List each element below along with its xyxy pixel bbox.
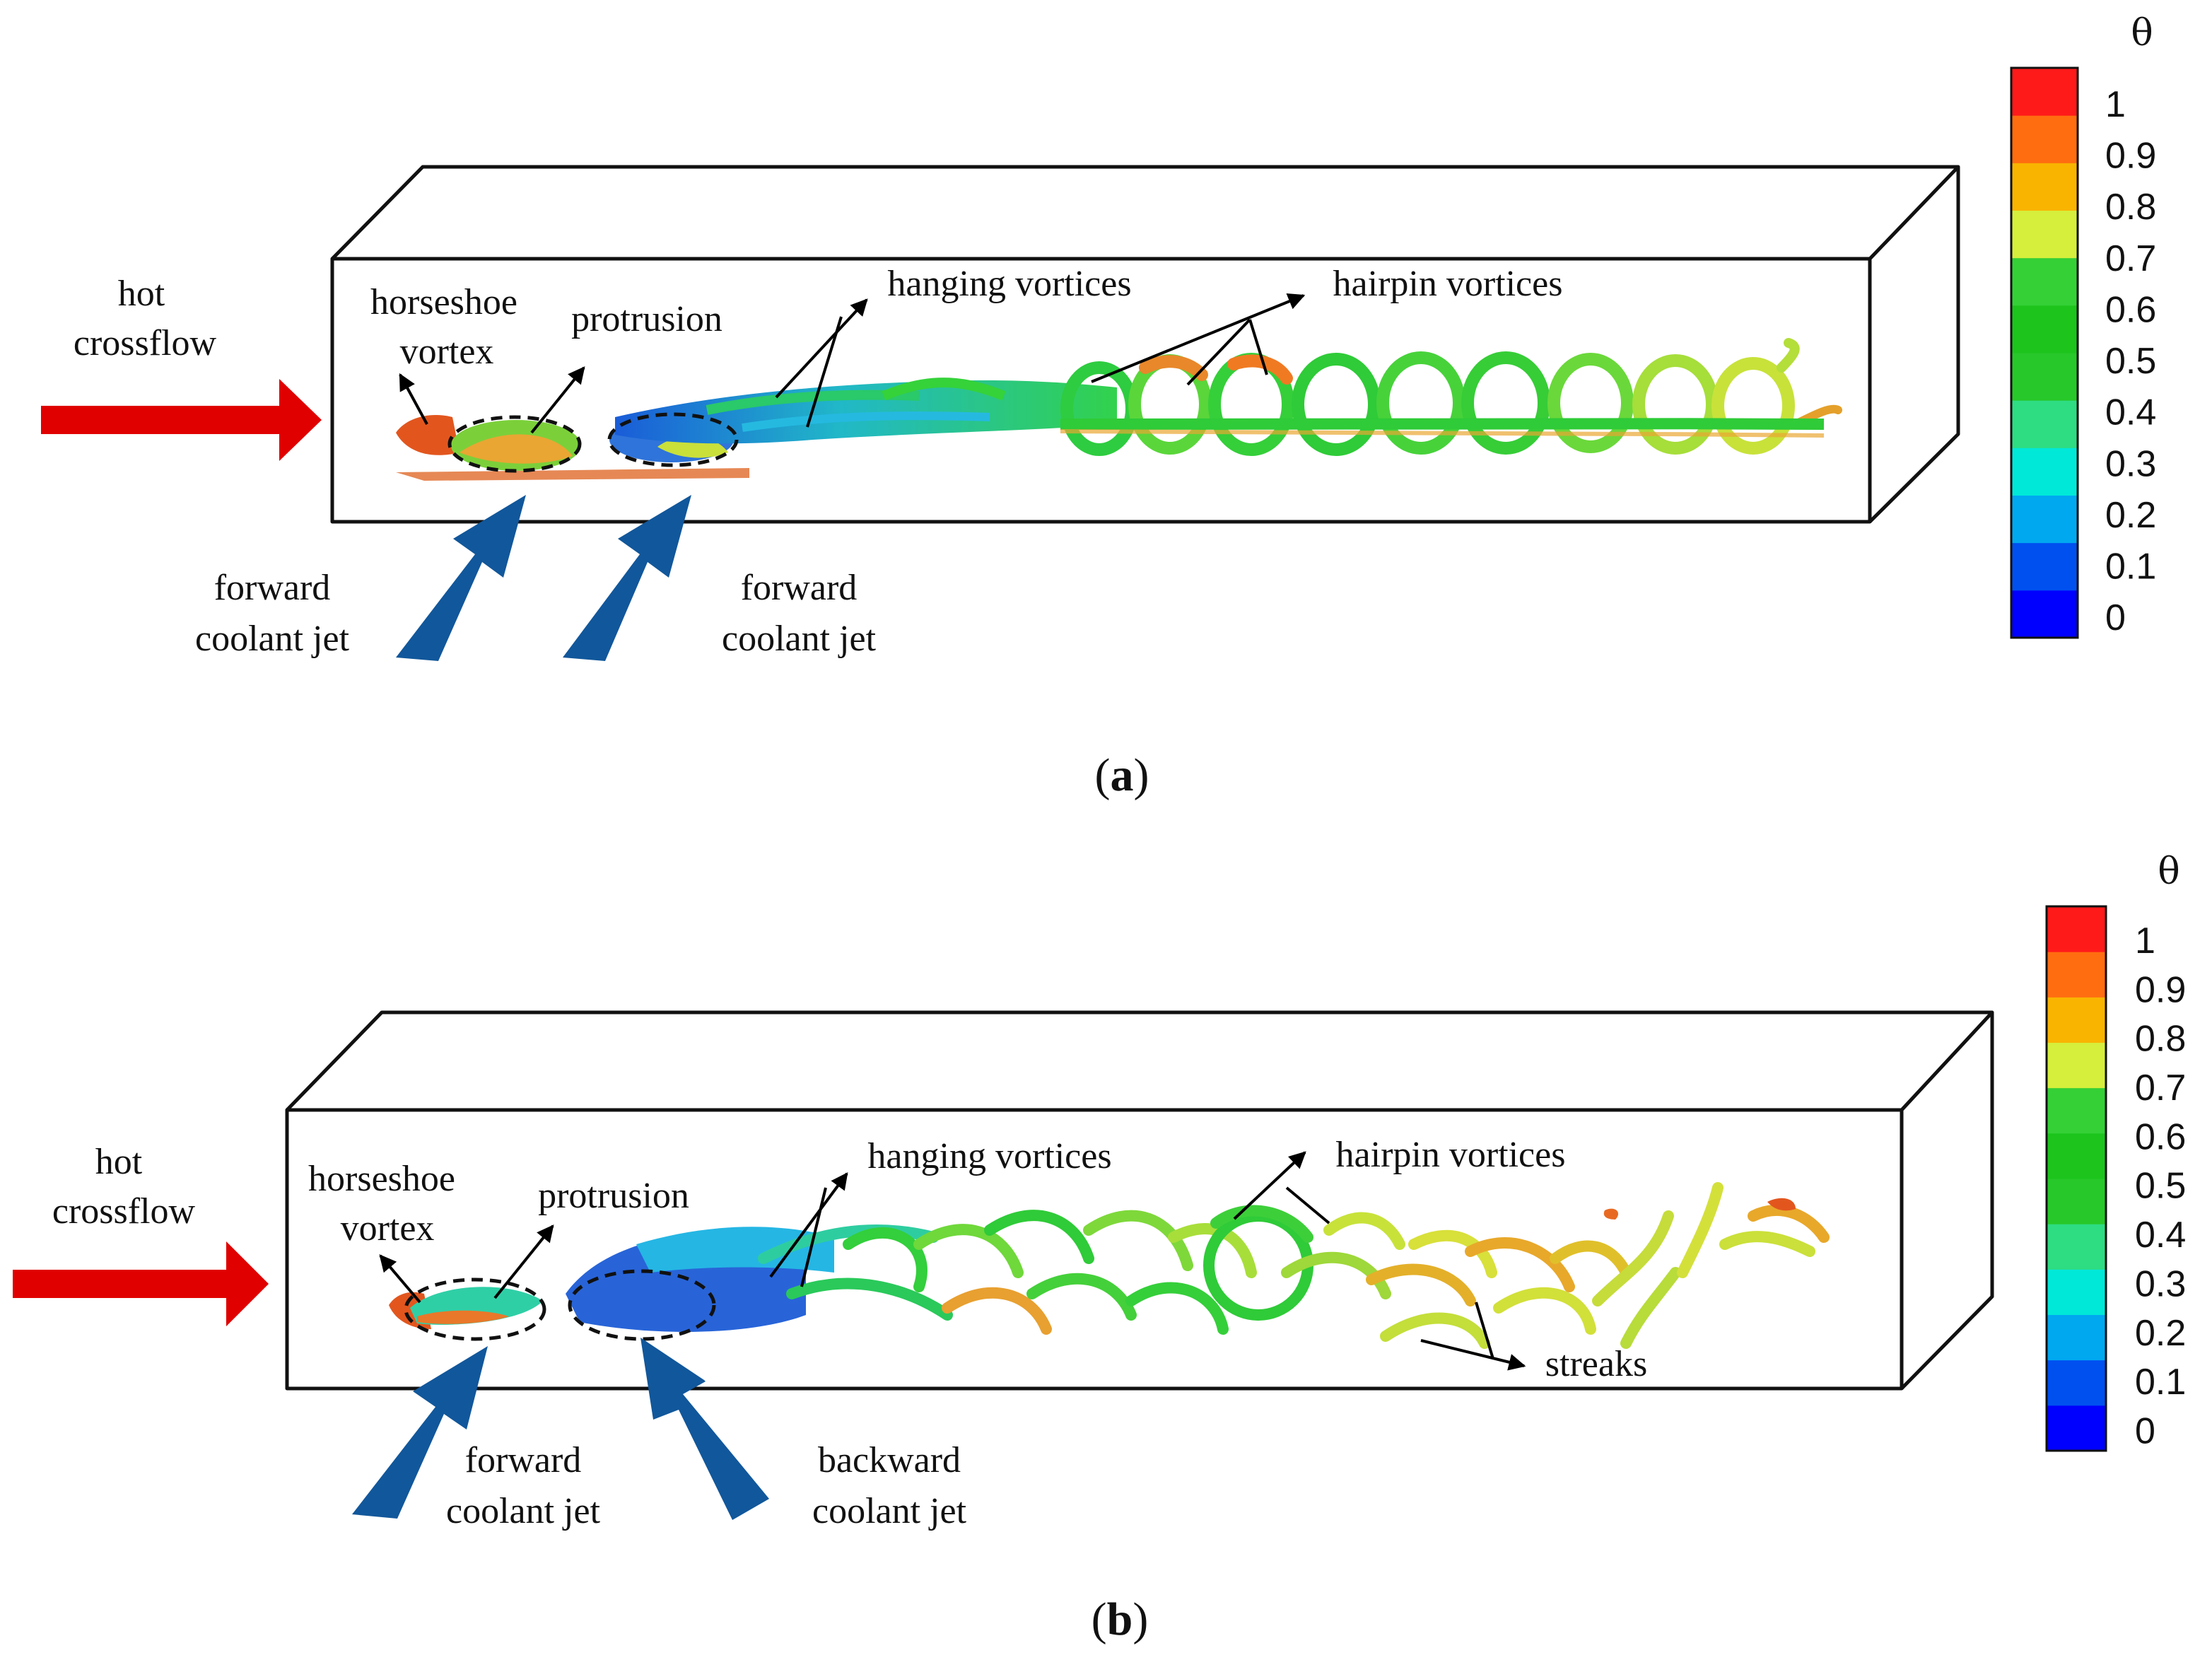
hot-crossflow-arrow-a [41, 379, 322, 461]
colorbar-tick-label: 0.4 [2135, 1215, 2186, 1256]
coolant-jet-arrow-a1 [396, 495, 526, 661]
crossflow-label-b: crossflow [52, 1191, 196, 1232]
colorbar-tick-label: 0.1 [2105, 546, 2156, 587]
colorbar-tick-label: 1 [2105, 84, 2126, 125]
colorbar-tick-label: 0.1 [2135, 1362, 2186, 1403]
colorbar-tick-label: 0.3 [2135, 1263, 2186, 1304]
colorbar-swatch [2047, 1269, 2106, 1315]
jet1-label-line1-a: forward [214, 568, 331, 608]
colorbar-tick-label: 0.7 [2135, 1068, 2186, 1109]
hanging-label-b: hanging vortices [867, 1136, 1111, 1176]
channel-box-a [330, 165, 1960, 524]
protrusion-label-a: protrusion [571, 299, 722, 339]
colorbar-swatch [2011, 448, 2078, 496]
hanging-label-a: hanging vortices [887, 264, 1131, 304]
horseshoe-label-line1-a: horseshoe [370, 282, 517, 322]
hot-label-a: hot [118, 274, 165, 314]
colorbar-swatch [2047, 1042, 2106, 1089]
colorbar-swatches-a [2011, 68, 2078, 638]
colorbar-swatch [2011, 400, 2078, 448]
caption-a: (a) [1095, 749, 1149, 801]
protrusion-ellipse-b [568, 1269, 716, 1341]
jet2-label-line2-a: coolant jet [722, 619, 877, 659]
colorbar-tick-label: 0.9 [2135, 969, 2186, 1010]
colorbar-tick-label: 0.5 [2135, 1166, 2186, 1207]
colorbar-swatch [2047, 906, 2106, 952]
horseshoe-label-line2-b: vortex [341, 1208, 435, 1249]
colorbar-a: θ 1 0.9 0.8 0.7 0.6 0.5 0.4 0.3 0.2 0.1 0 [2010, 12, 2156, 639]
jet1-label-line2-b: coolant jet [446, 1491, 601, 1531]
protrusion-label-b: protrusion [538, 1176, 689, 1216]
colorbar-swatch [2047, 1087, 2106, 1134]
hairpin-label-a: hairpin vortices [1333, 264, 1563, 304]
colorbar-swatch [2047, 1224, 2106, 1270]
crossflow-label-a: crossflow [74, 323, 217, 363]
horseshoe-label-line2-a: vortex [400, 332, 494, 372]
colorbar-swatch [2011, 590, 2078, 638]
vortex-structures-b [389, 1182, 1830, 1349]
colorbar-swatch [2011, 305, 2078, 353]
colorbar-swatch [2011, 257, 2078, 306]
colorbar-swatch [2011, 210, 2078, 259]
channel-box-b [285, 1010, 1994, 1391]
colorbar-swatch [2047, 952, 2106, 998]
coolant-jet-arrow-a2 [563, 495, 691, 661]
horseshoe-ellipse-b [404, 1278, 546, 1341]
colorbar-tick-label: 0.8 [2105, 187, 2156, 228]
colorbar-tick-label: 0.2 [2135, 1313, 2186, 1354]
colorbar-tick-label: 1 [2135, 920, 2155, 961]
jet1-label-line2-a: coolant jet [195, 619, 350, 659]
colorbar-swatch [2047, 1405, 2106, 1451]
colorbar-swatch [2047, 1179, 2106, 1224]
vortex-structures-a [396, 338, 1842, 481]
colorbar-swatch [2011, 163, 2078, 211]
colorbar-tick-label: 0.4 [2105, 392, 2156, 433]
colorbar-swatch [2011, 542, 2078, 591]
colorbar-ticks-b: 1 0.9 0.8 0.7 0.6 0.5 0.4 0.3 0.2 0.1 0 [2135, 920, 2186, 1452]
horseshoe-ellipse-a [447, 415, 582, 473]
hairpin-label-b: hairpin vortices [1336, 1135, 1566, 1175]
colorbar-title-b: θ [2158, 850, 2179, 893]
colorbar-swatch [2011, 115, 2078, 163]
horseshoe-label-line1-b: horseshoe [308, 1159, 455, 1199]
jet2-label-line2-b: coolant jet [812, 1491, 967, 1531]
coolant-jet-arrow-b2 [640, 1338, 769, 1520]
colorbar-tick-label: 0 [2105, 597, 2126, 638]
colorbar-tick-label: 0.9 [2105, 136, 2156, 177]
colorbar-swatch [2047, 1133, 2106, 1179]
colorbar-tick-label: 0 [2135, 1411, 2155, 1452]
panel-b: hot crossflow forward coolant jet backwa… [13, 850, 2186, 1645]
caption-b: (b) [1092, 1594, 1149, 1645]
jet2-label-line1-b: backward [818, 1440, 961, 1480]
colorbar-swatch [2011, 68, 2078, 116]
protrusion-ellipse-a [607, 412, 739, 467]
colorbar-tick-label: 0.3 [2105, 443, 2156, 484]
jet1-label-line1-b: forward [465, 1440, 582, 1480]
colorbar-tick-label: 0.8 [2135, 1019, 2186, 1060]
colorbar-tick-label: 0.6 [2135, 1116, 2186, 1157]
jet2-label-line1-a: forward [741, 568, 858, 608]
colorbar-swatches-b [2047, 906, 2106, 1451]
colorbar-swatch [2011, 353, 2078, 401]
colorbar-ticks-a: 1 0.9 0.8 0.7 0.6 0.5 0.4 0.3 0.2 0.1 0 [2105, 84, 2156, 638]
panel-a: hot crossflow forward coolant jet forwar… [41, 12, 2156, 801]
colorbar-b: θ 1 0.9 0.8 0.7 0.6 0.5 0.4 0.3 0.2 0.1 0 [2045, 850, 2186, 1452]
colorbar-tick-label: 0.2 [2105, 495, 2156, 536]
colorbar-swatch [2047, 997, 2106, 1043]
colorbar-tick-label: 0.5 [2105, 341, 2156, 382]
colorbar-tick-label: 0.7 [2105, 238, 2156, 279]
streaks-label-b: streaks [1545, 1344, 1647, 1384]
colorbar-title-a: θ [2131, 12, 2153, 54]
colorbar-swatch [2047, 1360, 2106, 1406]
colorbar-swatch [2011, 495, 2078, 544]
coolant-jet-arrow-b1 [352, 1346, 488, 1519]
hot-label-b: hot [95, 1142, 143, 1182]
hot-crossflow-arrow-b [13, 1241, 269, 1326]
colorbar-swatch [2047, 1314, 2106, 1361]
colorbar-tick-label: 0.6 [2105, 289, 2156, 330]
